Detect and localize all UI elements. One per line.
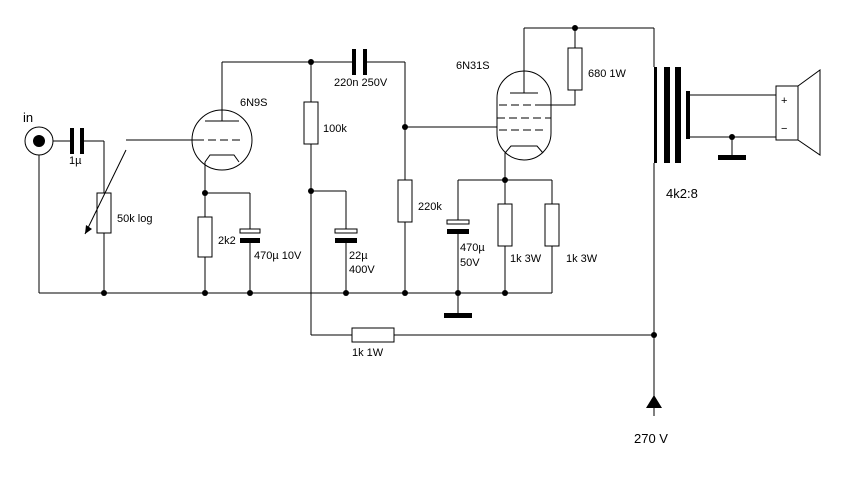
ck2-label: 470µ: [460, 242, 485, 254]
potentiometer-label: 50k log: [117, 213, 152, 225]
cdec-label: 22µ: [349, 250, 368, 262]
screen-resistor-680: [567, 47, 583, 91]
anode-resistor-100k: [303, 101, 319, 145]
input-label: in: [23, 110, 33, 125]
speaker-minus: −: [781, 123, 787, 135]
cathode-capacitor-2: [446, 219, 470, 234]
ra1-label: 100k: [323, 123, 347, 135]
cathode-resistor-2a: [497, 203, 513, 247]
grid-resistor-220k: [397, 179, 413, 223]
rk2b-label: 1k 3W: [566, 253, 598, 265]
input-capacitor-label: 1µ: [69, 155, 82, 167]
ground-symbol-1: [444, 313, 472, 318]
rk1-label: 2k2: [218, 235, 236, 247]
decoupling-capacitor-22u: [334, 228, 358, 243]
coupling-capacitor: [352, 49, 367, 75]
supply-label: 270 V: [634, 431, 668, 446]
tube2-label: 6N31S: [456, 60, 490, 72]
junction-dots: [101, 25, 735, 338]
rk2a-label: 1k 3W: [510, 253, 542, 265]
tube1-label: 6N9S: [240, 97, 268, 109]
ck2-voltage: 50V: [460, 257, 480, 269]
ccouple-label: 220n 250V: [334, 77, 388, 89]
speaker-plus: +: [781, 95, 787, 107]
rg2s-label: 680 1W: [588, 68, 627, 80]
ground-symbol-2: [718, 155, 746, 160]
cdec-voltage: 400V: [349, 264, 375, 276]
output-transformer: [654, 67, 690, 163]
cathode-resistor-2b: [544, 203, 560, 247]
tube-6n31s: [496, 70, 552, 161]
transformer-label: 4k2:8: [666, 186, 698, 201]
input-capacitor: [70, 128, 84, 154]
rg2-label: 220k: [418, 201, 442, 213]
rdec-label: 1k 1W: [352, 347, 384, 359]
ck1-label: 470µ 10V: [254, 250, 302, 262]
cathode-capacitor-1: [239, 228, 261, 243]
cathode-resistor-1: [197, 216, 213, 258]
input-jack: [24, 126, 54, 156]
decoupling-resistor-1k: [351, 327, 395, 343]
loudspeaker: [775, 69, 821, 156]
supply-arrow: [646, 395, 662, 416]
